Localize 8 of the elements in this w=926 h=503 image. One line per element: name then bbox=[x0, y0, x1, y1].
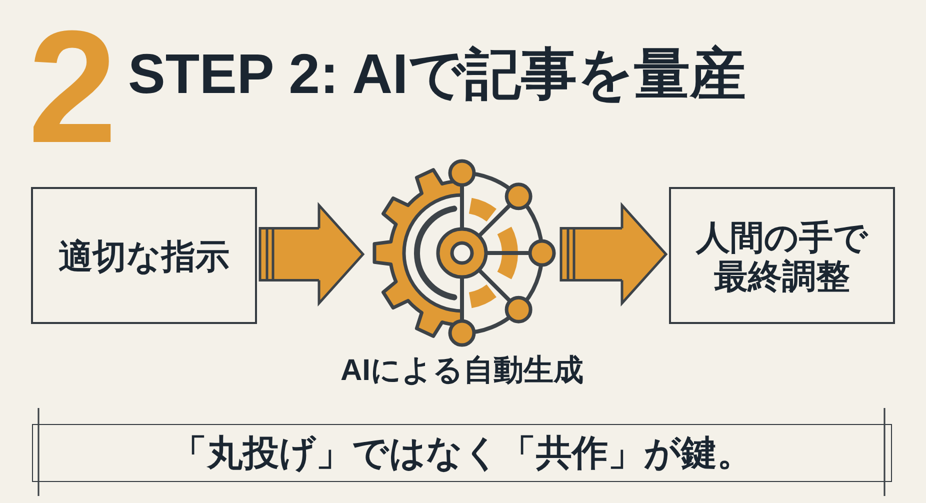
node-label: AIによる自動生成 bbox=[340, 354, 584, 387]
banner-box: 「丸投げ」ではなく「共作」が鍵。 bbox=[32, 424, 892, 482]
block-arrow bbox=[258, 204, 364, 304]
step-number: 2 bbox=[28, 27, 117, 147]
block-arrow bbox=[560, 204, 668, 304]
process-box: 人間の手で最終調整 bbox=[669, 187, 895, 324]
process-box: 適切な指示 bbox=[31, 187, 257, 324]
title: STEP 2: AIで記事を量産 bbox=[128, 46, 746, 102]
